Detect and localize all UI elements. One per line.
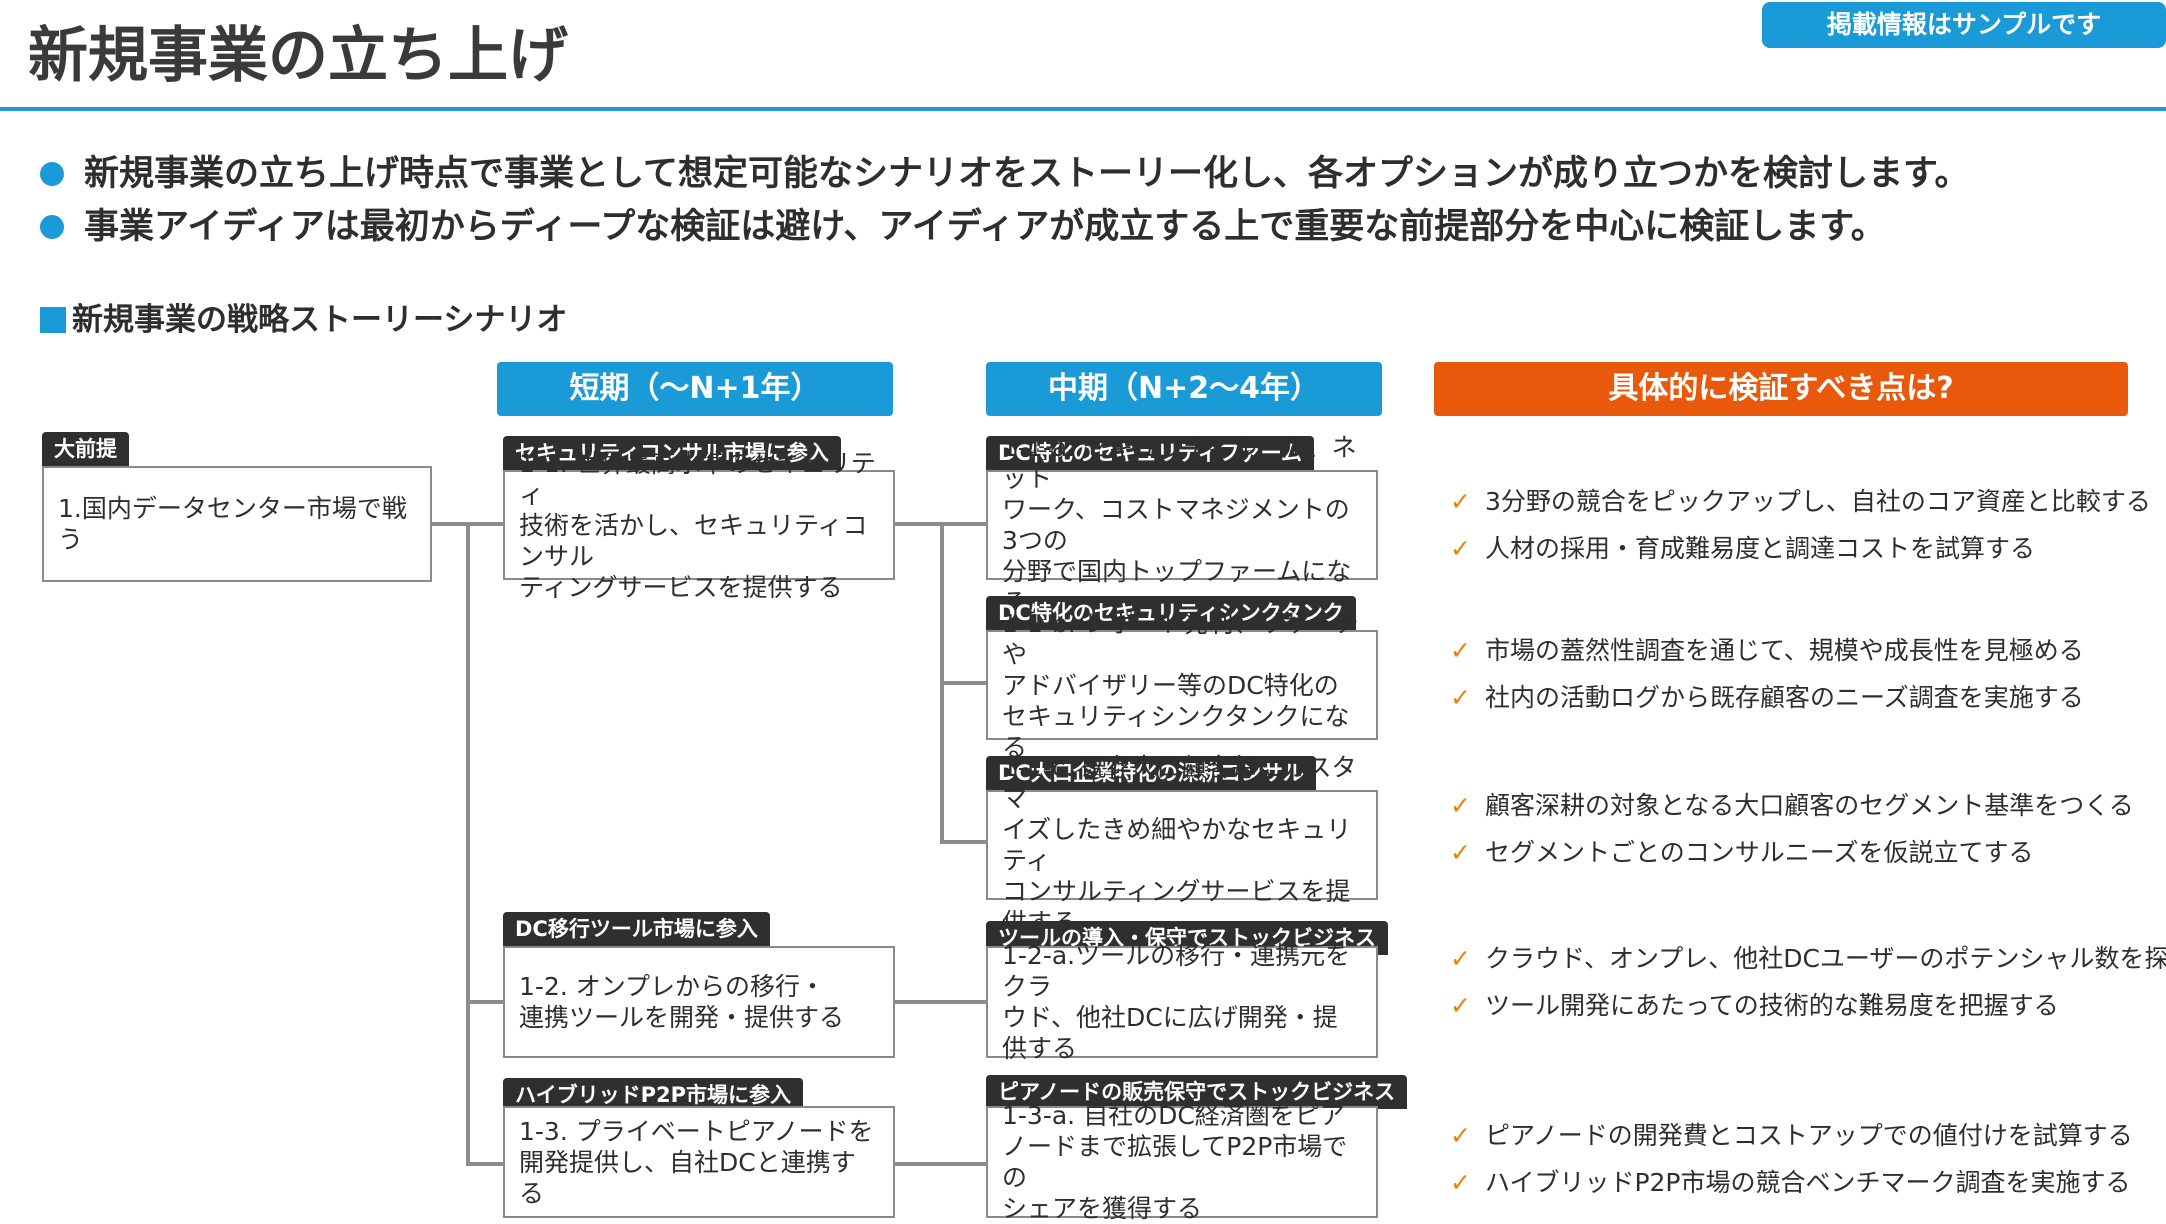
premise-box: 1.国内データセンター市場で戦う: [42, 466, 432, 582]
check-item-9: ✓ ピアノードの開発費とコストアップでの値付けを試算する: [1450, 1119, 2133, 1153]
check-item-10: ✓ ハイブリッドP2P市場の競合ベンチマーク調査を実施する: [1450, 1166, 2131, 1200]
check-item-3: ✓ 市場の蓋然性調査を通じて、規模や成長性を見極める: [1450, 634, 2084, 668]
mid-term-text-5: 1-3-a. 自社のDC経済圏をピア ノードまで拡張してP2P市場での シェアを…: [1002, 1101, 1348, 1223]
check-text-7: クラウド、オンプレ、他社DCユーザーのポテンシャル数を探る: [1484, 944, 2166, 973]
mid-term-text-4: 1-2-a.ツールの移行・連携元をクラ ウド、他社DCに広げ開発・提供する: [1002, 941, 1351, 1063]
premise-text: 1.国内データセンター市場で戦う: [58, 494, 407, 554]
mid-term-text-3: 1-1-c. 既存大口顧客毎にカスタマ イズしたきめ細やかなセキュリティ コンサ…: [1002, 753, 1357, 937]
connector-short-2: [466, 1000, 503, 1004]
check-item-4: ✓ 社内の活動ログから既存顧客のニーズ調査を実施する: [1450, 681, 2084, 715]
mid-term-text-1: 1-1-a. セキュリティルール、ネット ワーク、コストマネジメントの3つの 分…: [1002, 433, 1357, 617]
check-text-9: ピアノードの開発費とコストアップでの値付けを試算する: [1484, 1121, 2133, 1150]
check-item-8: ✓ ツール開発にあたっての技術的な難易度を把握する: [1450, 989, 2059, 1023]
short-term-box-2: 1-2. オンプレからの移行・ 連携ツールを開発・提供する: [503, 946, 895, 1058]
short-term-text-3: 1-3. プライベートピアノードを 開発提供し、自社DCと連携する: [519, 1116, 874, 1208]
connector-short-2-mid: [893, 1000, 986, 1004]
column-header-short-term: 短期（〜N+1年）: [497, 362, 893, 416]
column-header-mid-term: 中期（N+2〜4年）: [986, 362, 1382, 416]
check-mark-icon: ✓: [1450, 487, 1471, 516]
mid-term-text-2: 1-1-b. レポート発刊、リサーチや アドバイザリー等のDC特化の セキュリテ…: [1002, 608, 1359, 762]
check-item-2: ✓ 人材の採用・育成難易度と調達コストを試算する: [1450, 532, 2035, 566]
check-text-2: 人材の採用・育成難易度と調達コストを試算する: [1484, 534, 2035, 563]
square-marker-icon: [40, 307, 66, 333]
check-mark-icon: ✓: [1450, 636, 1471, 665]
connector-short-1-mid: [878, 522, 986, 526]
short-term-box-1: 1-1. 世界最高水準のセキュリティ 技術を活かし、セキュリティコンサル ティン…: [503, 449, 895, 602]
check-text-3: 市場の蓋然性調査を通じて、規模や成長性を見極める: [1484, 636, 2084, 665]
check-item-1: ✓ 3分野の競合をピックアップし、自社のコア資産と比較する: [1450, 485, 2151, 519]
short-term-box-3: 1-3. プライベートピアノードを 開発提供し、自社DCと連携する: [503, 1106, 895, 1218]
bullet-dot-icon: [40, 162, 64, 186]
check-mark-icon: ✓: [1450, 683, 1471, 712]
section-heading: 新規事業の戦略ストーリーシナリオ: [40, 298, 567, 342]
check-text-6: セグメントごとのコンサルニーズを仮説立てする: [1484, 838, 2034, 867]
short-term-text-1: 1-1. 世界最高水準のセキュリティ 技術を活かし、セキュリティコンサル ティン…: [519, 448, 876, 602]
connector-mid-c: [940, 840, 986, 844]
premise-tag: 大前提: [42, 432, 129, 466]
connector-trunk-short: [466, 522, 470, 1166]
bullet-item-1: 新規事業の立ち上げ時点で事業として想定可能なシナリオをストーリー化し、各オプショ…: [40, 152, 1969, 196]
check-item-7: ✓ クラウド、オンプレ、他社DCユーザーのポテンシャル数を探る: [1450, 942, 2166, 976]
mid-term-box-1: 1-1-a. セキュリティルール、ネット ワーク、コストマネジメントの3つの 分…: [986, 433, 1378, 617]
section-heading-text: 新規事業の戦略ストーリーシナリオ: [72, 302, 568, 338]
check-text-5: 顧客深耕の対象となる大口顧客のセグメント基準をつくる: [1484, 791, 2134, 820]
mid-term-tag-5: ピアノードの販売保守でストックビジネス: [986, 1075, 1408, 1109]
connector-short-3: [466, 1162, 503, 1166]
bullet-text-1: 新規事業の立ち上げ時点で事業として想定可能なシナリオをストーリー化し、各オプショ…: [84, 154, 1970, 194]
check-text-4: 社内の活動ログから既存顧客のニーズ調査を実施する: [1484, 683, 2084, 712]
check-item-5: ✓ 顧客深耕の対象となる大口顧客のセグメント基準をつくる: [1450, 789, 2134, 823]
check-mark-icon: ✓: [1450, 991, 1471, 1020]
mid-term-tag-2: DC特化のセキュリティシンクタンク: [986, 596, 1356, 630]
check-text-10: ハイブリッドP2P市場の競合ベンチマーク調査を実施する: [1484, 1168, 2131, 1197]
check-mark-icon: ✓: [1450, 944, 1471, 973]
check-text-1: 3分野の競合をピックアップし、自社のコア資産と比較する: [1484, 487, 2151, 516]
title-divider: [0, 107, 2166, 111]
page-title: 新規事業の立ち上げ: [28, 21, 568, 91]
mid-term-box-4: 1-2-a.ツールの移行・連携元をクラ ウド、他社DCに広げ開発・提供する: [986, 941, 1378, 1063]
short-term-text-2: 1-2. オンプレからの移行・ 連携ツールを開発・提供する: [519, 972, 845, 1032]
check-text-8: ツール開発にあたっての技術的な難易度を把握する: [1484, 991, 2059, 1020]
short-term-tag-1: セキュリティコンサル市場に参入: [503, 436, 841, 470]
connector-mid-b: [940, 681, 986, 685]
mid-term-box-5: 1-3-a. 自社のDC経済圏をピア ノードまで拡張してP2P市場での シェアを…: [986, 1101, 1378, 1223]
check-mark-icon: ✓: [1450, 1168, 1471, 1197]
mid-term-box-3: 1-1-c. 既存大口顧客毎にカスタマ イズしたきめ細やかなセキュリティ コンサ…: [986, 753, 1378, 937]
bullet-dot-icon: [40, 215, 64, 239]
mid-term-tag-1: DC特化のセキュリティファーム: [986, 436, 1314, 470]
check-mark-icon: ✓: [1450, 791, 1471, 820]
short-term-tag-2: DC移行ツール市場に参入: [503, 912, 770, 946]
check-mark-icon: ✓: [1450, 534, 1471, 563]
check-mark-icon: ✓: [1450, 1121, 1471, 1150]
mid-term-tag-3: DC大口企業特化の深耕コンサル: [986, 756, 1316, 790]
bullet-item-2: 事業アイディアは最初からディープな検証は避け、アイディアが成立する上で重要な前提…: [40, 205, 1886, 249]
check-item-6: ✓ セグメントごとのコンサルニーズを仮説立てする: [1450, 836, 2033, 870]
check-mark-icon: ✓: [1450, 838, 1471, 867]
bullet-text-2: 事業アイディアは最初からディープな検証は避け、アイディアが成立する上で重要な前提…: [84, 207, 1886, 247]
connector-short-3-mid: [878, 1162, 986, 1166]
column-header-verification: 具体的に検証すべき点は?: [1434, 362, 2128, 416]
sample-badge: 掲載情報はサンプルです: [1762, 2, 2166, 48]
mid-term-box-2: 1-1-b. レポート発刊、リサーチや アドバイザリー等のDC特化の セキュリテ…: [986, 609, 1378, 762]
